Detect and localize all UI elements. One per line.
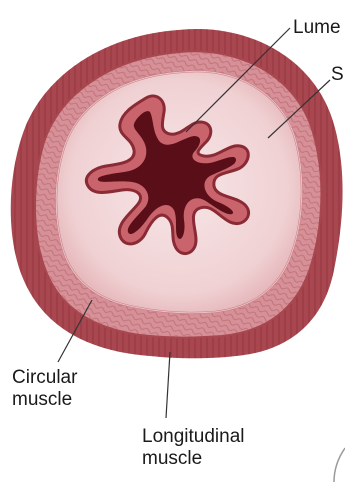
label-submucosa: S — [331, 64, 344, 86]
label-longitudinal-muscle: Longitudinal muscle — [142, 426, 244, 470]
label-lumen: Lume — [293, 17, 341, 39]
partial-edge-shape — [334, 448, 345, 482]
label-circular-muscle: Circular muscle — [12, 367, 77, 411]
leader-line-longitudinal-muscle — [166, 352, 170, 418]
